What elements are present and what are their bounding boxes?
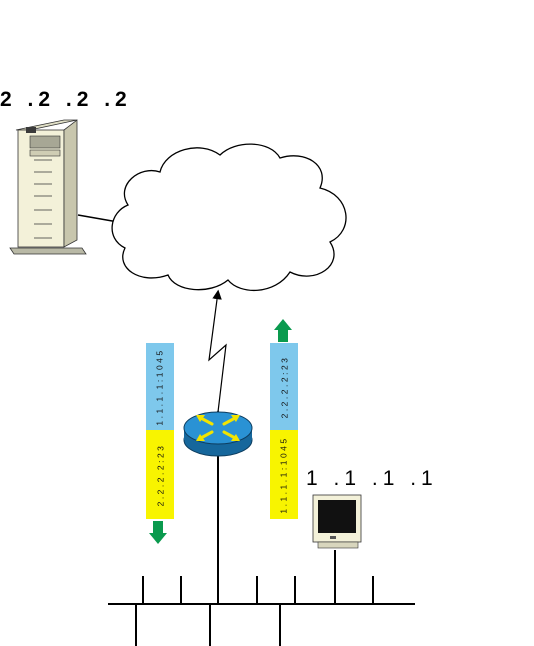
down-arrow-icon (149, 521, 167, 544)
up-arrow-icon (274, 319, 292, 342)
return-packet: 2.2.2.2:23 1.1.1.1:1045 (270, 343, 298, 519)
computer-icon (312, 494, 362, 549)
wan-link (208, 289, 227, 420)
pc-ip-label: 1 .1 .1 .1 (306, 467, 438, 490)
outgoing-packet: 1.1.1.1:1045 2.2.2.2:23 (146, 343, 174, 519)
outgoing-source-address: 1.1.1.1:1045 (146, 343, 174, 430)
return-destination-address: 1.1.1.1:1045 (270, 430, 298, 519)
return-source-address: 2.2.2.2:23 (270, 343, 298, 430)
cloud-icon (111, 143, 347, 291)
outgoing-destination-address: 2.2.2.2:23 (146, 430, 174, 519)
lan-bus (108, 576, 415, 646)
server-ip-label: 2 .2 .2 .2 (0, 88, 132, 111)
server-cloud-link (77, 214, 119, 223)
server-icon (9, 119, 87, 255)
router-icon (183, 411, 253, 457)
